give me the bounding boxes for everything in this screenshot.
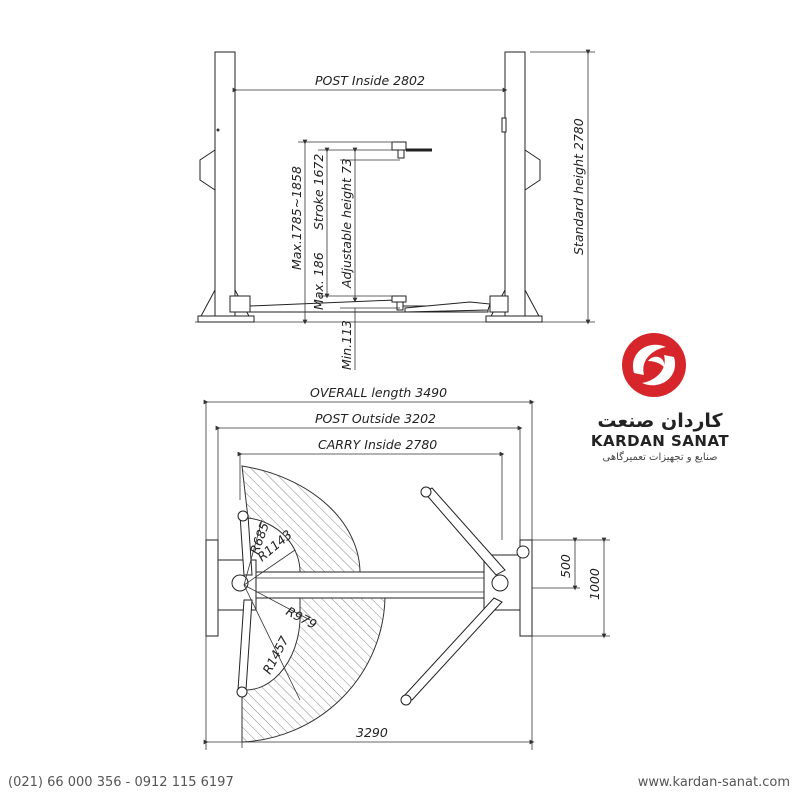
min-113-label: Min.113: [339, 320, 354, 370]
adjustable-height-label: Adjustable height 73: [339, 158, 354, 289]
right-post: [504, 51, 526, 319]
stroke-label: Stroke 1672: [311, 154, 326, 230]
overall-length-label: OVERALL length 3490: [310, 385, 447, 400]
post-outside-label: POST Outside 3202: [315, 411, 436, 426]
brand-logo: [622, 333, 686, 397]
footer-phone: (021) 66 000 356 - 0912 115 6197: [8, 775, 234, 790]
left-post: [214, 51, 236, 319]
brand-block: کاردان صنعت KARDAN SANAT صنایع و تجهیزات…: [590, 318, 730, 463]
max-height-label: Max.1785~1858: [289, 166, 304, 270]
standard-height-label: Standard height 2780: [571, 118, 586, 255]
max-186-label: Max. 186: [311, 252, 326, 310]
front-view: POST Inside 2802 Standard height 2780 Ma…: [195, 49, 595, 370]
dim-500-label: 500: [558, 554, 573, 578]
plan-view: OVERALL length 3490 POST Outside 3202 CA…: [203, 385, 610, 750]
carry-inside-label: CARRY Inside 2780: [318, 437, 437, 452]
left-base-plate: [205, 539, 219, 637]
brand-tagline: صنایع و تجهیزات تعمیرگاهی: [602, 452, 718, 463]
post-inside-label: POST Inside 2802: [315, 73, 425, 88]
footer-website[interactable]: www.kardan-sanat.com: [637, 775, 790, 790]
brand-name-en: KARDAN SANAT: [590, 432, 730, 450]
dim-1000-label: 1000: [587, 568, 602, 600]
brand-name-fa: کاردان صنعت: [597, 410, 723, 432]
dim-3290-label: 3290: [356, 725, 388, 740]
